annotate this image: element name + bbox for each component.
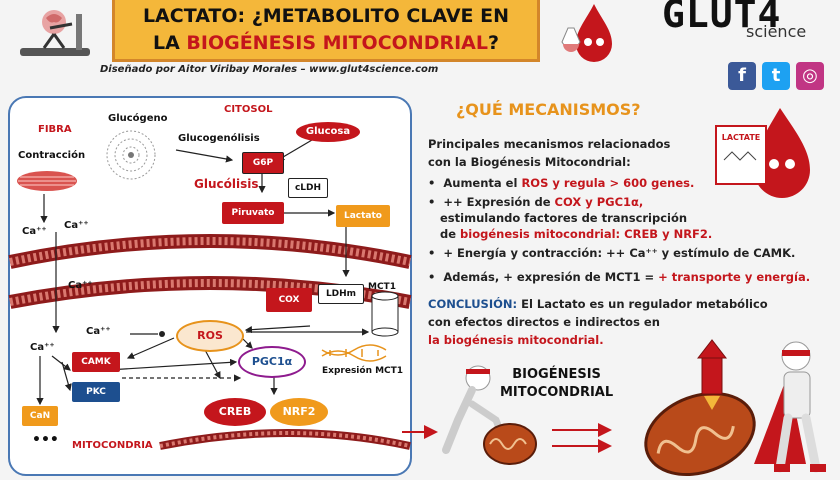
piruvato-node: Piruvato	[222, 202, 284, 224]
author-credit: Diseñado por Aitor Viribay Morales – www…	[100, 64, 439, 75]
ldhm-node: LDHm	[318, 284, 364, 304]
biogenesis-label: BIOGÉNESIS MITOCONDRIAL	[500, 367, 614, 400]
rocket-icon	[696, 339, 728, 410]
facebook-icon[interactable]: f	[728, 62, 756, 90]
red-arrow-icon	[402, 423, 612, 453]
glucosa-node: Glucosa	[296, 122, 360, 142]
mct1-label: MCT1	[368, 282, 396, 292]
more-pathways-dots: •••	[32, 432, 59, 448]
ca-label-1: Ca⁺⁺	[64, 220, 89, 231]
glucogeno-label: Glucógeno	[108, 113, 168, 124]
lactate-sign-mascot: LACTATE	[702, 104, 830, 204]
creb-node: CREB	[204, 398, 266, 426]
contraccion-label: Contracción	[18, 150, 86, 161]
mct1-transporter-icon	[371, 291, 399, 337]
can-node: CaN	[22, 406, 58, 426]
title-banner: LACTATO: ¿METABOLITO CLAVE EN LA BIOGÉNE…	[112, 0, 540, 62]
brand-logo-sub: science	[746, 22, 807, 41]
brand-logo: GLUT4	[662, 0, 782, 36]
cox-node: COX	[266, 288, 312, 312]
intro-line-1: Principales mecanismos relacionados	[428, 137, 671, 151]
pkc-node: PKC	[72, 382, 120, 402]
superhero-figure-icon	[754, 341, 826, 473]
pgc1a-node: PGC1α	[238, 346, 306, 378]
mitocondria-label: MITOCONDRIA	[72, 440, 153, 451]
ros-node: ROS	[176, 320, 244, 352]
bullet-3: • + Energía y contracción: ++ Ca⁺⁺ y est…	[428, 246, 796, 260]
bullet-2: • ++ Expresión de COX y PGC1α,	[428, 195, 644, 209]
bottom-illustrations	[402, 339, 826, 477]
twitter-icon[interactable]: t	[762, 62, 790, 90]
large-mitochondrion-icon	[644, 391, 756, 477]
camk-node: CAMK	[72, 352, 120, 372]
citosol-label: CITOSOL	[224, 104, 273, 115]
instagram-icon[interactable]: ◎	[796, 62, 824, 90]
lactate-sign-text: LACTATE	[722, 133, 761, 142]
muscle-fiber-icon	[17, 171, 77, 191]
lactato-node: Lactato	[336, 205, 390, 227]
mitochondria-band	[159, 429, 411, 450]
conclusion-line-3: la biogénesis mitocondrial.	[428, 333, 604, 347]
lactate-drop-mascot	[556, 2, 626, 68]
ca-label-4: Ca⁺⁺	[86, 326, 111, 337]
glucolisis-label: Glucólisis	[194, 177, 259, 191]
outer-membrane	[8, 234, 412, 269]
expresion-mct1-label: Expresión MCT1	[322, 366, 404, 376]
running-figure-icon	[442, 365, 537, 465]
title-line-1: LACTATO: ¿METABOLITO CLAVE EN	[142, 5, 510, 27]
bullet-4: • Además, + expresión de MCT1 = + transp…	[428, 270, 811, 284]
glycogen-icon	[106, 130, 156, 180]
bullet-2-line-2: estimulando factores de transcripción	[440, 211, 688, 225]
ca-label-2: Ca⁺⁺	[22, 226, 47, 237]
mechanisms-title: ¿QUÉ MECANISMOS?	[456, 100, 641, 119]
dna-icon	[321, 344, 387, 362]
bullet-2-line-3: de biogénesis mitocondrial: CREB y NRF2.	[440, 227, 713, 241]
cldh-node: cLDH	[288, 178, 328, 198]
conclusion-line-1: CONCLUSIÓN: El Lactato es un regulador m…	[428, 297, 768, 311]
glucogenolisis-label: Glucogenólisis	[178, 133, 260, 144]
intro-line-2: con la Biogénesis Mitocondrial:	[428, 155, 631, 169]
bullet-1: • Aumenta el ROS y regula > 600 genes.	[428, 176, 695, 190]
title-line-2: LA BIOGÉNESIS MITOCONDRIAL?	[152, 32, 500, 54]
ca-label-5: Ca⁺⁺	[30, 342, 55, 353]
nrf2-node: NRF2	[270, 398, 328, 426]
g6p-node: G6P	[242, 152, 284, 174]
treadmill-illustration	[14, 4, 96, 60]
conclusion-line-2: con efectos directos e indirectos en	[428, 315, 660, 329]
ca-label-3: Ca⁺⁺	[68, 280, 93, 291]
fibra-label: FIBRA	[38, 124, 72, 135]
